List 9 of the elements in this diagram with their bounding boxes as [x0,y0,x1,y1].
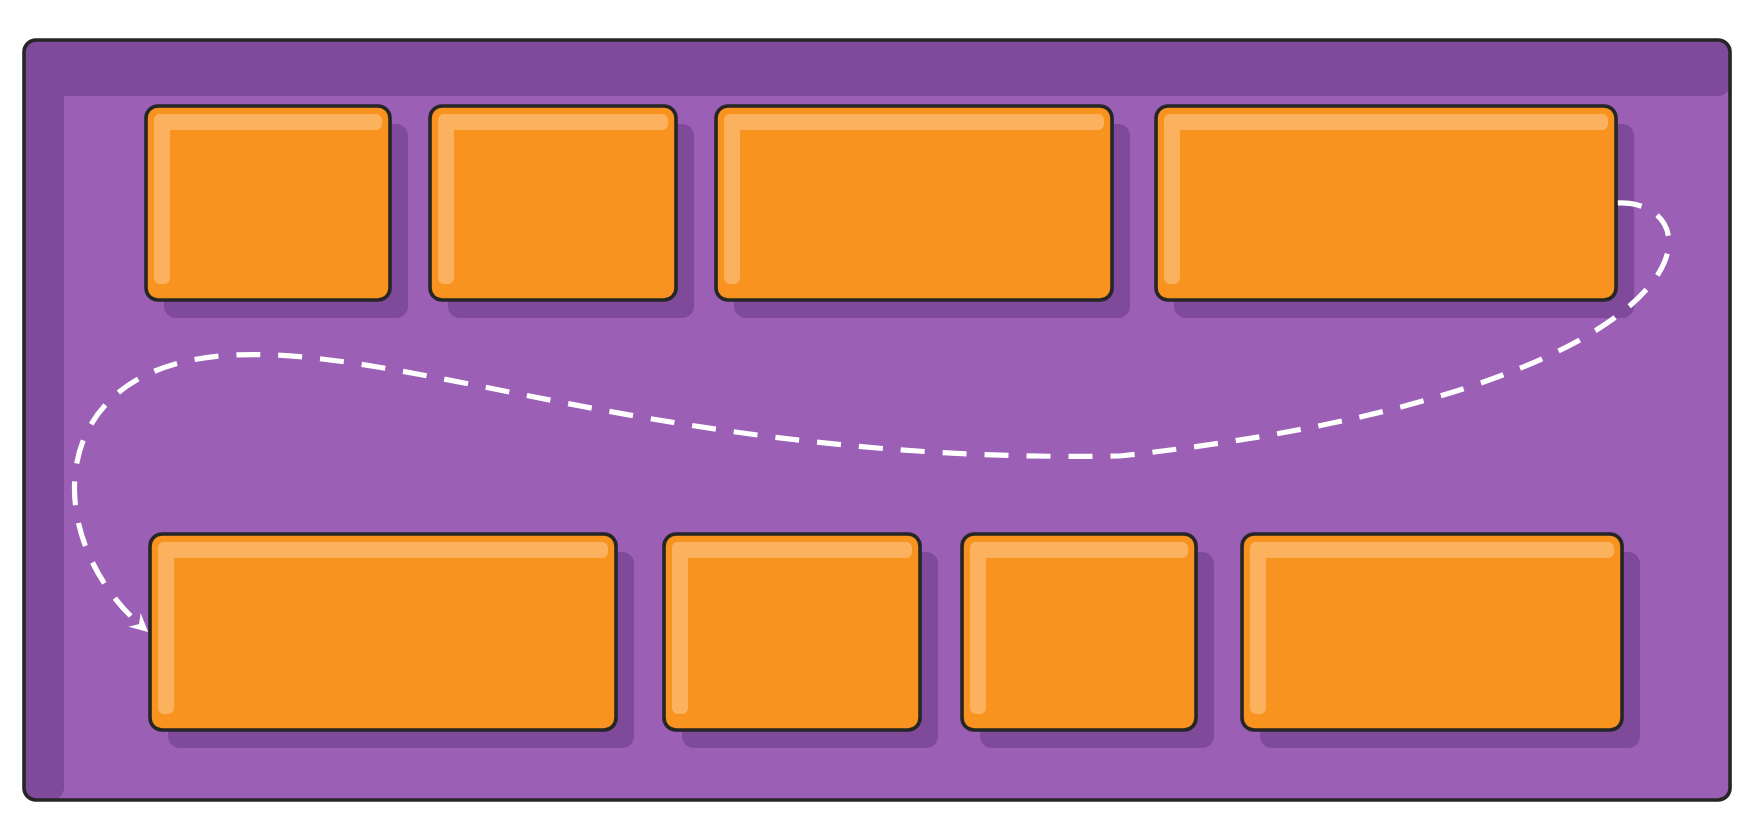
item-box [148,532,634,748]
item-box [960,532,1214,748]
item-box [428,104,694,318]
item-box [714,104,1130,318]
item-box [144,104,408,318]
item-box [1240,532,1641,748]
item-box [662,532,938,748]
item-box [1154,104,1635,318]
arrow [72,200,1671,632]
